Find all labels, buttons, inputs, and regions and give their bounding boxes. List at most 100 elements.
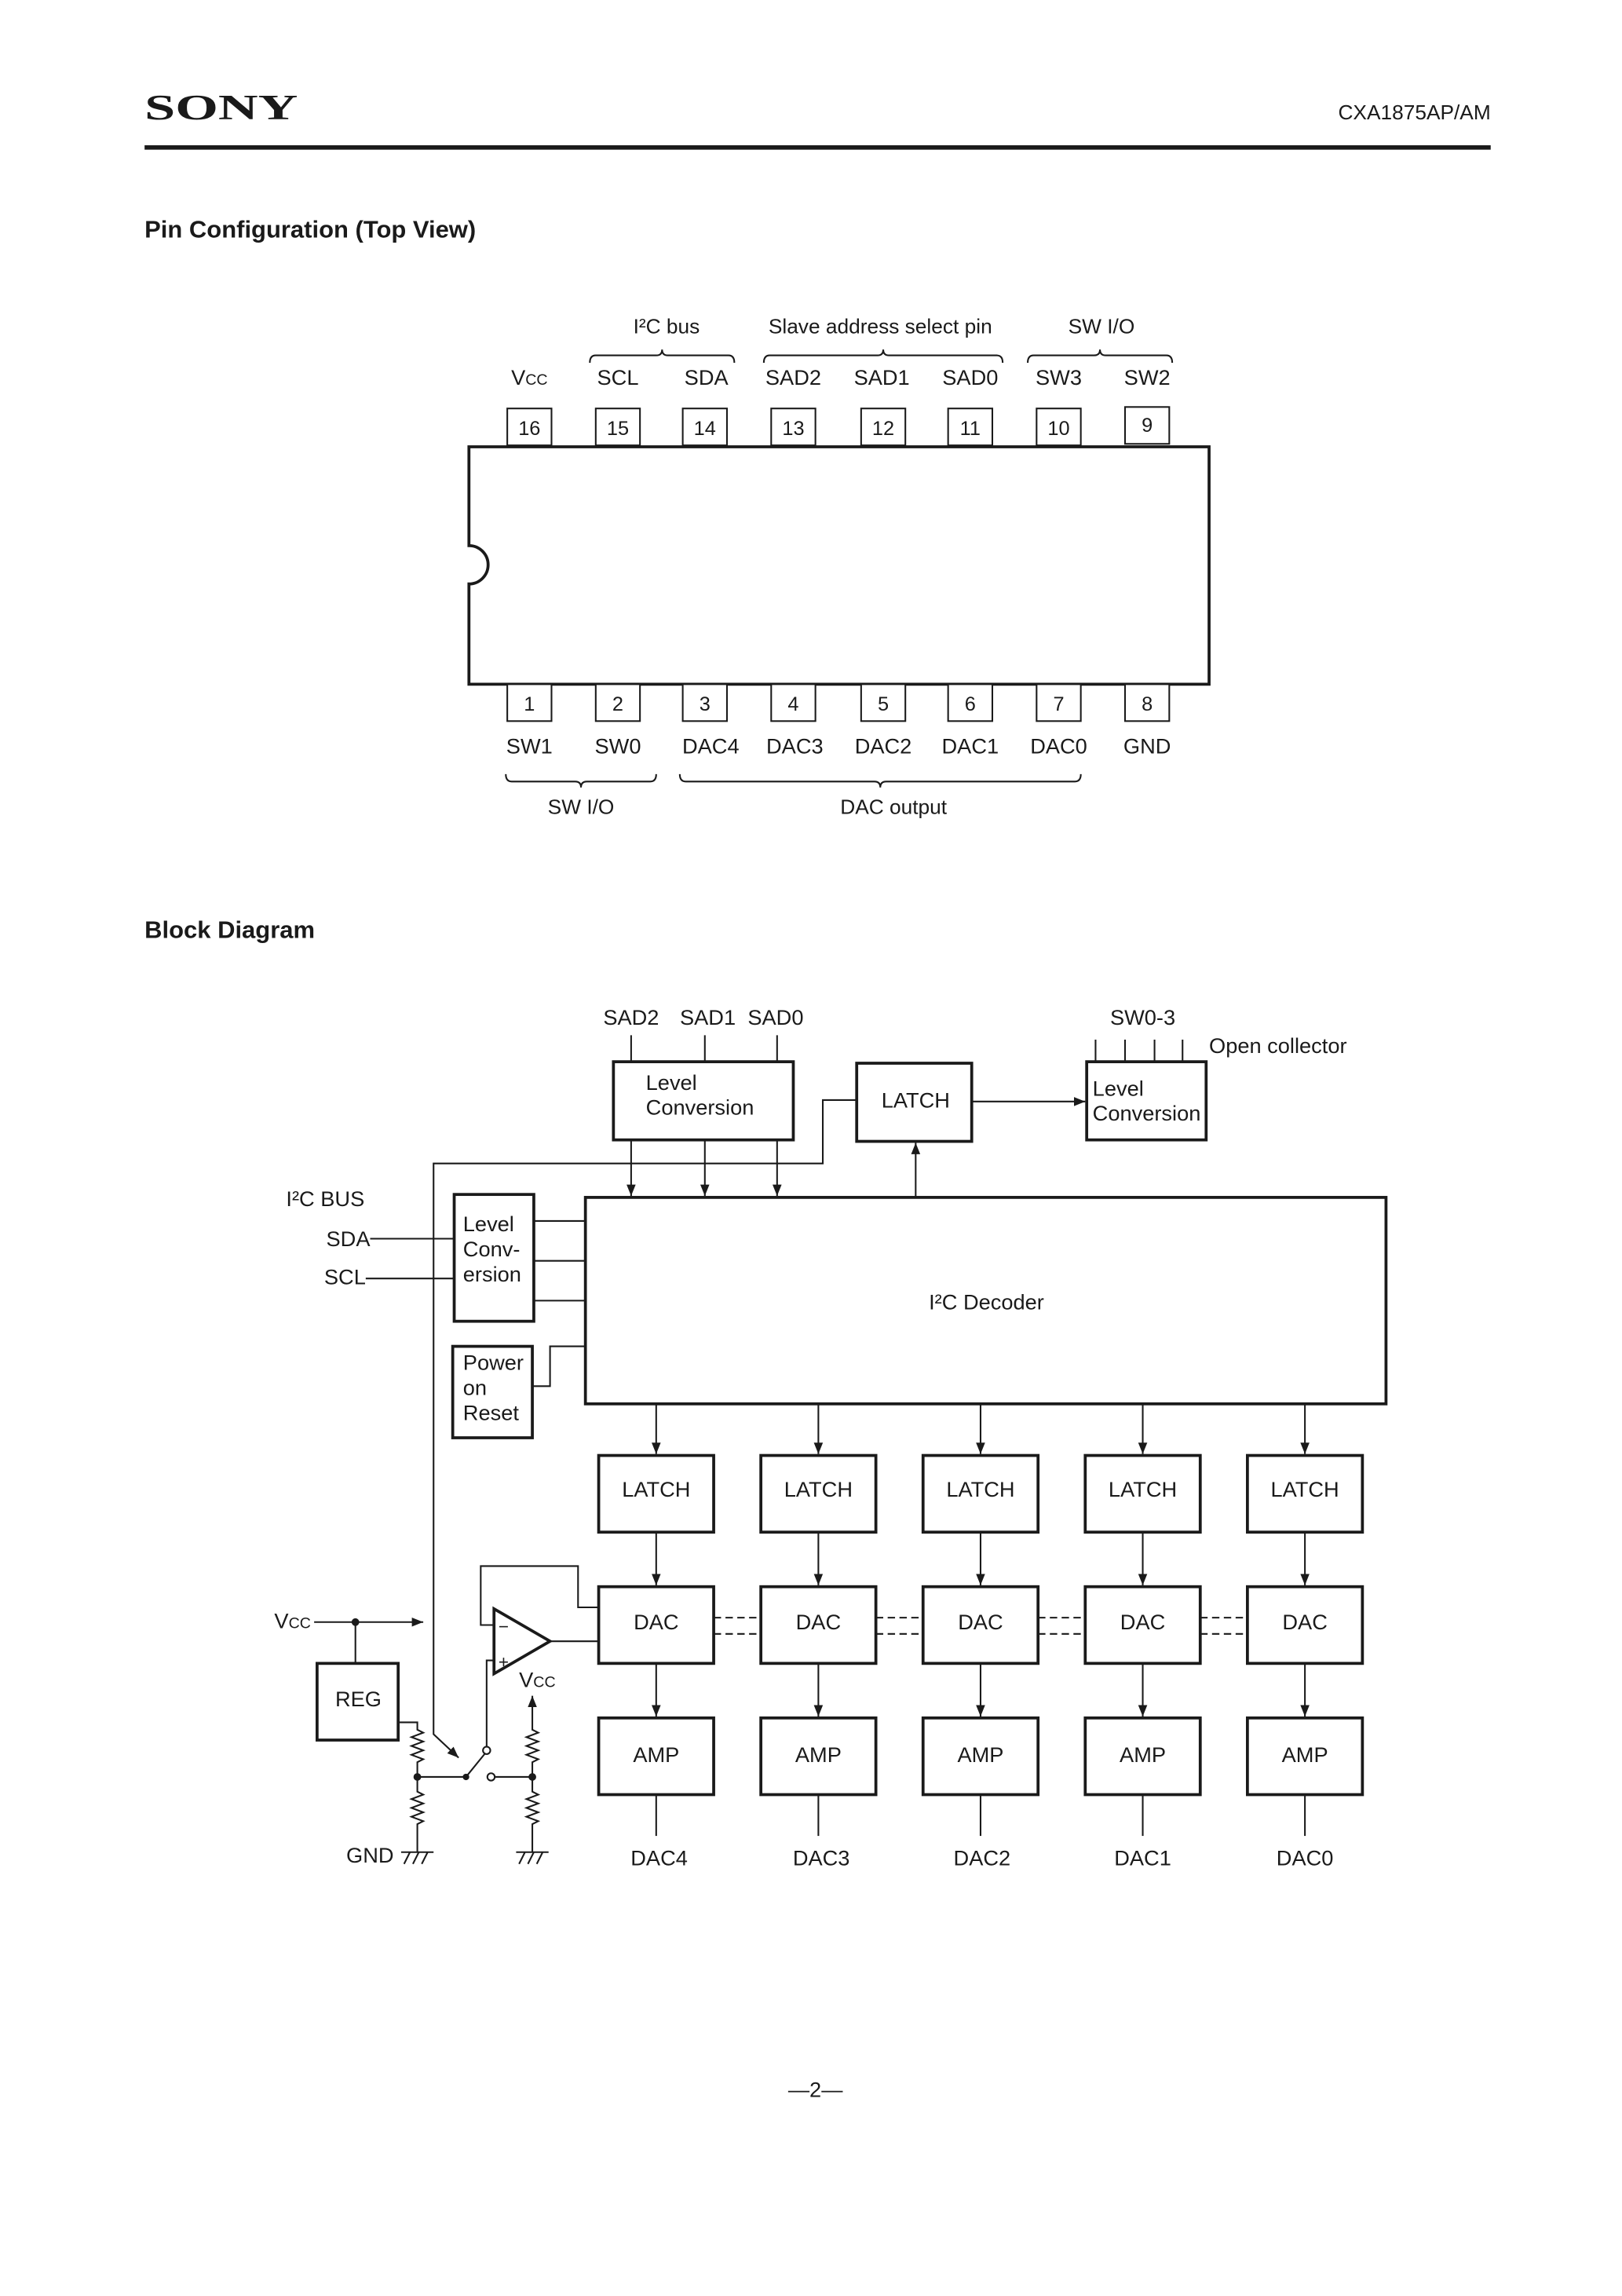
channel-dac-label: DAC xyxy=(1282,1610,1327,1634)
pin-5-name: DAC2 xyxy=(855,734,912,759)
channel-output-label: DAC2 xyxy=(954,1846,1011,1870)
reference-select-control-line xyxy=(433,1099,857,1759)
sad1-input-label: SAD1 xyxy=(680,1005,736,1029)
ground-symbol-right xyxy=(516,1851,549,1865)
address-level-conversion-block xyxy=(612,1060,795,1142)
regulator-block xyxy=(316,1662,400,1742)
switch-level-conversion-block xyxy=(1085,1060,1208,1142)
switch-right-contact xyxy=(486,1772,496,1782)
channel-dac3: LATCH DAC AMP DAC3 xyxy=(759,1403,878,1870)
channel-amp-label: AMP xyxy=(1282,1742,1328,1767)
pin-2-name: SW0 xyxy=(594,734,641,759)
pin-9-name: SW2 xyxy=(1124,365,1171,389)
block-diagram: SAD2 SAD1 SAD0 Level Conversion LATCH SW… xyxy=(274,1005,1388,1870)
bus-level-conversion-line-1: Level xyxy=(463,1212,514,1236)
channel-latch-label: LATCH xyxy=(1109,1477,1177,1501)
sad0-input-label: SAD0 xyxy=(747,1005,803,1029)
dac-reference-dashed-links xyxy=(714,1617,1248,1635)
pin-7-box xyxy=(1036,683,1082,722)
channel-dac-block xyxy=(1083,1585,1202,1665)
bus-level-conversion-block xyxy=(452,1193,535,1323)
sw-outputs-label: SW0-3 xyxy=(1110,1005,1175,1029)
channel-latch-block xyxy=(597,1453,715,1534)
channel-dac4: LATCH DAC AMP DAC4 xyxy=(597,1403,715,1870)
pin-4-box xyxy=(770,683,816,722)
channel-amp-block xyxy=(759,1716,878,1797)
channel-latch-label: LATCH xyxy=(1271,1477,1339,1501)
switch-blade xyxy=(465,1753,486,1778)
scl-label: SCL xyxy=(324,1265,366,1289)
channel-dac-label: DAC xyxy=(958,1610,1003,1634)
brace-dac-output xyxy=(678,773,1082,788)
opamp-inverting-sign: − xyxy=(499,1617,509,1636)
pin-5-box xyxy=(860,683,907,722)
small-caps-subscript: CC xyxy=(533,1673,555,1691)
reg-divider-resistors xyxy=(398,1721,426,1852)
pin-10-name: SW3 xyxy=(1036,365,1082,389)
pin-12-number: 12 xyxy=(872,418,894,440)
sw-output-lines xyxy=(1094,1039,1184,1062)
sad2-input-label: SAD2 xyxy=(603,1005,659,1029)
pin-1-box xyxy=(506,683,553,722)
sad-input-lines xyxy=(630,1035,778,1062)
pin-15-name: SCL xyxy=(597,365,639,389)
power-on-reset-line-2: on xyxy=(463,1376,487,1400)
channel-latch-label: LATCH xyxy=(784,1477,853,1501)
open-collector-note: Open collector xyxy=(1209,1033,1347,1058)
channel-dac-label: DAC xyxy=(796,1610,841,1634)
channel-dac-label: DAC xyxy=(1120,1610,1165,1634)
reset-to-decoder-line xyxy=(532,1345,586,1387)
pin-15-number: 15 xyxy=(607,418,629,440)
opamp-vcc-label: VCC xyxy=(519,1667,555,1691)
address-level-conversion-line-1: Level xyxy=(646,1070,697,1095)
pin-11-name: SAD0 xyxy=(942,365,998,389)
brace-slave-address xyxy=(762,349,1004,364)
pin-4-name: DAC3 xyxy=(766,734,824,759)
sda-label: SDA xyxy=(327,1227,371,1251)
page-number: —2— xyxy=(788,2077,843,2101)
brace-i2c-bus xyxy=(589,349,736,364)
pin-1-number: 1 xyxy=(524,693,535,715)
channel-dac-block xyxy=(759,1585,878,1665)
group-label-sw-io-bottom: SW I/O xyxy=(548,795,615,819)
ground-label: GND xyxy=(346,1843,394,1867)
i2c-bus-label: I²C BUS xyxy=(286,1186,364,1211)
bus-to-decoder-lines xyxy=(533,1219,586,1302)
part-number: CXA1875AP/AM xyxy=(1338,101,1490,124)
switch-latch-label: LATCH xyxy=(882,1088,950,1112)
address-level-conversion-line-2: Conversion xyxy=(646,1095,754,1120)
pin-15-box xyxy=(594,408,641,447)
channel-amp-label: AMP xyxy=(1120,1742,1166,1767)
brace-sw-io-top xyxy=(1027,349,1174,364)
channel-output-label: DAC0 xyxy=(1277,1846,1334,1870)
pin-7-name: DAC0 xyxy=(1030,734,1087,759)
channel-output-label: DAC4 xyxy=(630,1846,688,1870)
channel-amp-label: AMP xyxy=(633,1742,679,1767)
bus-level-conversion-line-2: Conv- xyxy=(463,1237,521,1261)
channel-latch-block xyxy=(921,1453,1040,1534)
opamp-feedback-line xyxy=(480,1565,599,1626)
block-diagram-title: Block Diagram xyxy=(144,916,315,943)
pin-6-name: DAC1 xyxy=(942,734,999,759)
i2c-decoder-block xyxy=(583,1196,1388,1406)
pin-11-number: 11 xyxy=(960,418,981,440)
pin-10-box xyxy=(1036,408,1082,447)
pin-configuration-title: Pin Configuration (Top View) xyxy=(144,215,476,243)
regulator-label: REG xyxy=(335,1687,382,1711)
opamp-non-inverting-sign: + xyxy=(499,1652,509,1672)
pin-16-number: 16 xyxy=(518,418,540,440)
reference-opamp xyxy=(492,1606,553,1676)
supply-vcc-label: VCC xyxy=(274,1608,310,1632)
switch-level-conversion-line-1: Level xyxy=(1093,1076,1144,1100)
pin-9-number: 9 xyxy=(1142,415,1153,437)
pin-1-name: SW1 xyxy=(506,734,553,759)
pin-12-name: SAD1 xyxy=(854,365,910,389)
pin-3-box xyxy=(681,683,728,722)
pin-3-number: 3 xyxy=(700,693,711,715)
pin-configuration-diagram: I²C bus Slave address select pin SW I/O … xyxy=(467,314,1211,819)
channel-dac-block xyxy=(597,1585,715,1665)
pin-3-name: DAC4 xyxy=(682,734,740,759)
channel-dac0: LATCH DAC AMP DAC0 xyxy=(1246,1403,1364,1870)
pin-2-number: 2 xyxy=(612,693,623,715)
